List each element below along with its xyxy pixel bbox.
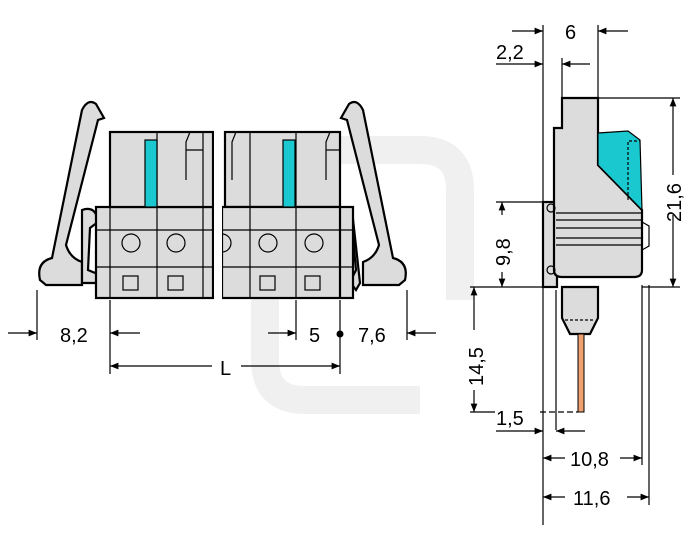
housing-left [94,205,215,300]
front-view: 8,2 5 7,6 L [8,100,436,380]
dim-height-lower: 9,8 [493,238,515,266]
right-latch [339,100,407,287]
test-slots [122,275,321,291]
dim-depth-outer: 11,6 [573,488,610,510]
solder-pin [577,333,585,413]
actuator-left [144,139,158,208]
watermark-logo [251,136,474,414]
housing-left-top [108,130,215,209]
side-dimension-lines [470,25,680,525]
dim-left-offset: 8,2 [60,325,88,347]
dim-top-width: 6 [565,22,576,44]
side-pin-body [560,285,600,336]
pitch-dot [336,330,344,338]
side-actuator [597,130,643,212]
dim-pin-length: 14,5 [466,347,488,386]
dim-pin-offset: 1,5 [496,408,524,430]
dim-depth-inner: 10,8 [570,449,609,471]
actuator-right [282,139,296,208]
left-latch [38,100,106,287]
dim-height-total: 21,6 [664,183,686,222]
dim-top-offset: 2,2 [496,42,524,64]
dim-length: L [220,358,231,380]
side-view: 6 2,2 21,6 9,8 14,5 1,5 10,8 11,6 [466,22,686,525]
break-gap [214,128,222,302]
housing-right [220,205,355,300]
dim-pitch: 5 [309,325,320,347]
dim-right-offset: 7,6 [358,325,386,347]
